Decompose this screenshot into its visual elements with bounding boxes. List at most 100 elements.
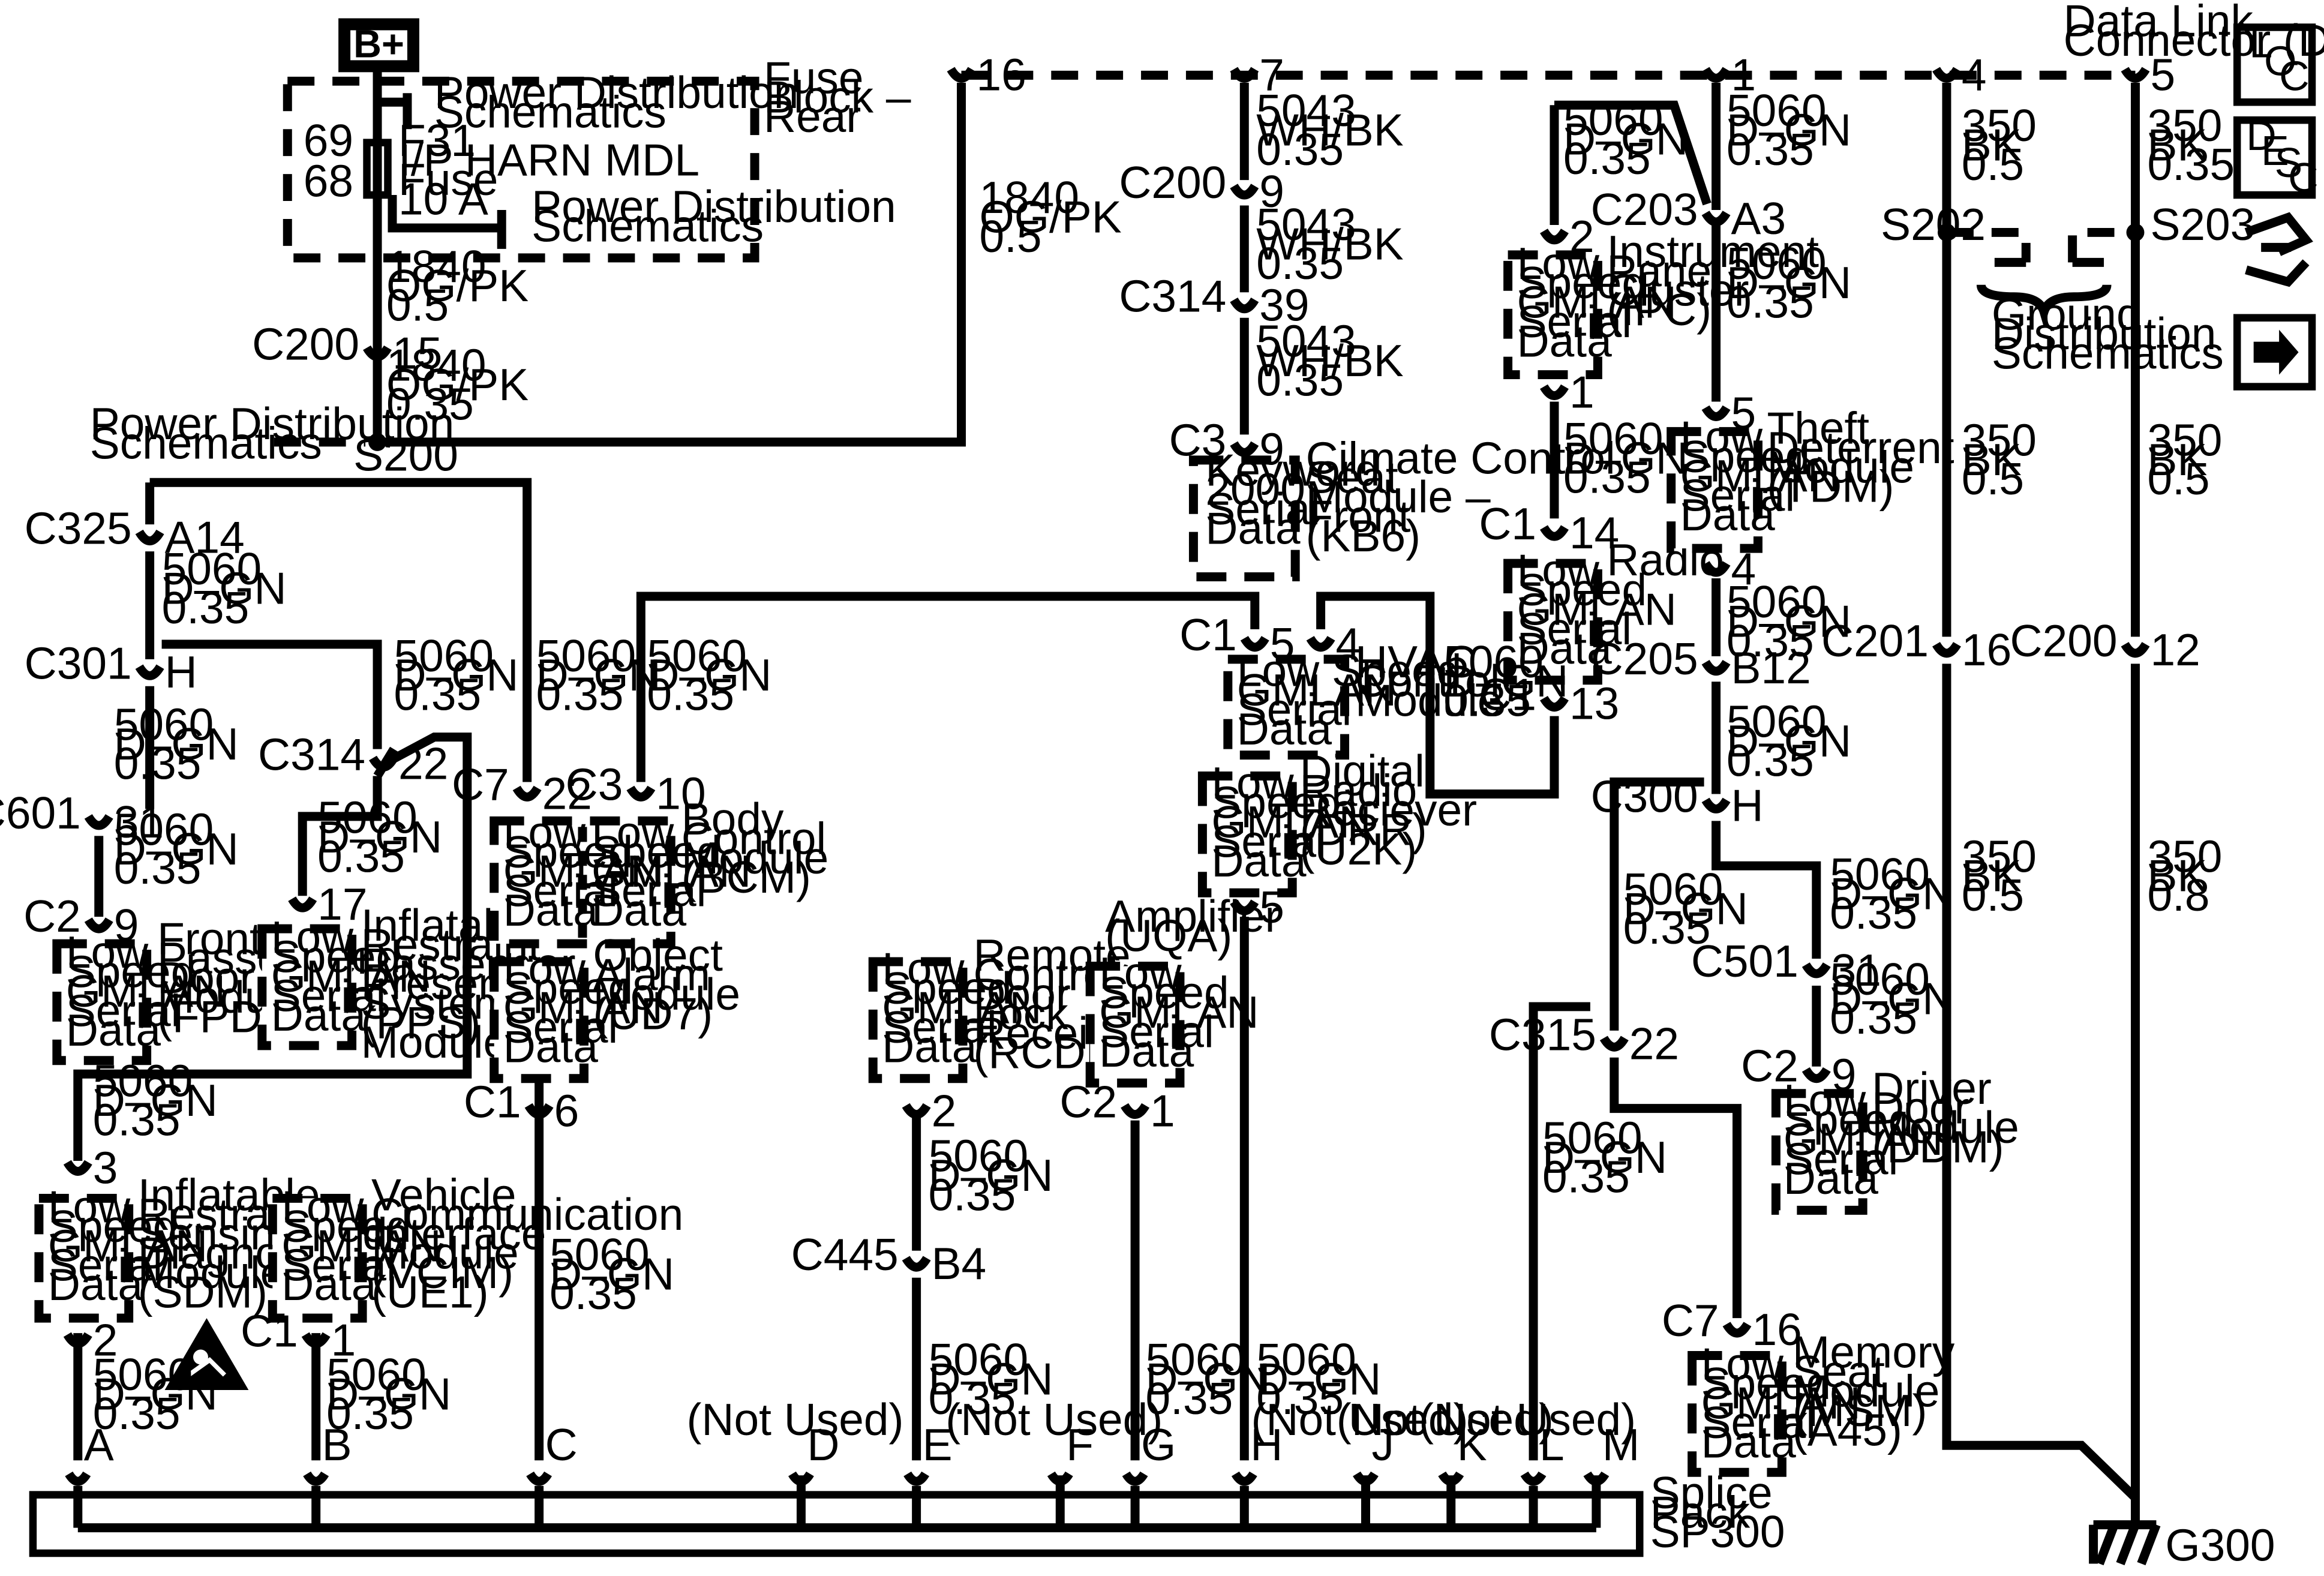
module-uqa[interactable] xyxy=(1085,962,1185,1088)
connector-hand-icon[interactable] xyxy=(2244,212,2313,287)
connector-rc2[interactable] xyxy=(902,1103,931,1119)
arrow-right-icon[interactable] xyxy=(2253,329,2299,375)
splice-pin-B[interactable] xyxy=(303,1471,329,1486)
splice-pin-K[interactable] xyxy=(1438,1471,1464,1486)
connector-ipc2[interactable] xyxy=(1540,228,1569,245)
module-kb6[interactable] xyxy=(1188,455,1300,582)
connector-td4[interactable] xyxy=(1701,560,1731,577)
connector-pin: 17 xyxy=(317,879,367,929)
wire-label: D–GN xyxy=(1563,433,1688,483)
connector-sdm3[interactable] xyxy=(63,1160,92,1176)
splice-pin-A[interactable] xyxy=(65,1471,91,1486)
connector-c201[interactable] xyxy=(1932,641,1961,658)
connector-pin: 2 xyxy=(93,1315,118,1365)
wire-label: 1840 xyxy=(979,172,1079,223)
connector-name: C300 xyxy=(1591,771,1698,821)
connector-name: C314 xyxy=(1119,271,1226,322)
module-rcdlr[interactable] xyxy=(868,957,968,1083)
connector-c203[interactable] xyxy=(1701,210,1731,227)
connector-c200c[interactable] xyxy=(2121,641,2150,658)
connector-ud6[interactable] xyxy=(524,1103,554,1119)
splice-pin-J[interactable] xyxy=(1353,1471,1379,1486)
connector-hv5[interactable] xyxy=(1240,635,1269,652)
connector-c300[interactable] xyxy=(1701,797,1731,813)
splice-pin-E[interactable] xyxy=(903,1471,930,1486)
wire-label: 5060 xyxy=(1443,637,1544,687)
splice-pin-H[interactable] xyxy=(1231,1471,1257,1486)
connector-td5[interactable] xyxy=(1701,405,1731,421)
connector-c7m[interactable] xyxy=(1722,1322,1752,1338)
connector-d7[interactable] xyxy=(1230,67,1259,83)
connector-d16[interactable] xyxy=(947,67,976,83)
module-uqa-text: Serial xyxy=(1099,1006,1214,1056)
wire-label: 5060 xyxy=(326,1349,427,1400)
module-uqa-text: Data xyxy=(1099,1026,1194,1076)
module-radio[interactable] xyxy=(1503,559,1602,685)
splice-pin-M[interactable] xyxy=(1583,1471,1610,1486)
connector-c2dd[interactable] xyxy=(1801,1067,1831,1083)
module-bcm-name: Control xyxy=(681,813,826,863)
connector-c601[interactable] xyxy=(84,813,113,830)
module-msm-name: Memory xyxy=(1792,1327,1955,1377)
connector-d5[interactable] xyxy=(2121,67,2150,83)
module-pps[interactable] xyxy=(257,924,357,1050)
splice-pin-G[interactable] xyxy=(1122,1471,1148,1486)
module-kb6-text: Serial xyxy=(1205,484,1320,534)
connector-c325[interactable] xyxy=(135,529,164,545)
module-tdm-text: GMLAN xyxy=(1680,451,1840,501)
connector-pps17[interactable] xyxy=(288,896,317,912)
splice-pin-letter: E xyxy=(923,1419,953,1470)
connector-uq1[interactable] xyxy=(1121,1103,1150,1119)
module-ud7[interactable] xyxy=(490,957,588,1083)
splice-pin-F[interactable] xyxy=(1047,1471,1073,1486)
connector-c200b[interactable] xyxy=(1230,183,1259,200)
connector-hv4[interactable] xyxy=(1306,635,1335,652)
splice-pin-D[interactable] xyxy=(788,1471,814,1486)
splice-pin-C[interactable] xyxy=(526,1471,553,1486)
splice-pin-L[interactable] xyxy=(1520,1471,1547,1486)
connector-sdm2[interactable] xyxy=(63,1332,92,1348)
connector-c3b[interactable] xyxy=(626,785,656,801)
connector-c7b[interactable] xyxy=(512,785,542,801)
connector-c314a[interactable] xyxy=(369,755,398,772)
wire-label: 5060 xyxy=(1542,1113,1643,1163)
module-ddm[interactable] xyxy=(1771,1089,1867,1215)
s202-label: S202 xyxy=(1881,199,1986,250)
connector-vc1[interactable] xyxy=(301,1332,331,1348)
connector-ipc1[interactable] xyxy=(1540,384,1569,400)
connector-c315[interactable] xyxy=(1599,1035,1629,1052)
splice-pin-letter: F xyxy=(1066,1419,1094,1470)
module-tdm[interactable] xyxy=(1667,427,1762,553)
module-sdm[interactable] xyxy=(34,1193,134,1323)
connector-r13[interactable] xyxy=(1540,695,1569,712)
module-fpdm[interactable] xyxy=(52,939,152,1065)
module-vcim-text: Data xyxy=(281,1259,377,1310)
connector-c205[interactable] xyxy=(1701,659,1731,676)
module-ipc[interactable] xyxy=(1503,250,1602,380)
module-hvac[interactable] xyxy=(1223,655,1350,760)
module-vcim-name: Interface xyxy=(371,1208,546,1259)
connector-c445[interactable] xyxy=(902,1256,931,1272)
desc-icon[interactable] xyxy=(2233,116,2316,199)
module-msm[interactable] xyxy=(1688,1351,1786,1477)
connector-c301[interactable] xyxy=(135,664,164,680)
wire-label: 0.35 xyxy=(1563,452,1651,503)
module-msm-text: GMLAN xyxy=(1701,1377,1861,1428)
connector-drr5[interactable] xyxy=(1230,899,1259,915)
connector-c314b[interactable] xyxy=(1230,297,1259,314)
module-kb6-text: Keyword xyxy=(1205,445,1380,495)
connector-c200a[interactable] xyxy=(363,345,392,361)
module-bcm-text-2: Low xyxy=(591,807,674,857)
connector-c3k[interactable] xyxy=(1230,441,1259,457)
connector-c2fp[interactable] xyxy=(84,917,113,933)
module-drr[interactable] xyxy=(1197,772,1297,897)
loc-icon[interactable] xyxy=(2233,23,2316,106)
connector-d1[interactable] xyxy=(1701,67,1731,83)
module-vcim[interactable] xyxy=(268,1193,367,1323)
connector-pin: 9 xyxy=(1259,166,1284,217)
connector-r14[interactable] xyxy=(1540,525,1569,541)
connector-d4[interactable] xyxy=(1932,67,1961,83)
connector-c501[interactable] xyxy=(1801,962,1831,978)
module-pps-name: System xyxy=(361,978,511,1028)
module-vcim-text: Serial xyxy=(281,1240,396,1290)
